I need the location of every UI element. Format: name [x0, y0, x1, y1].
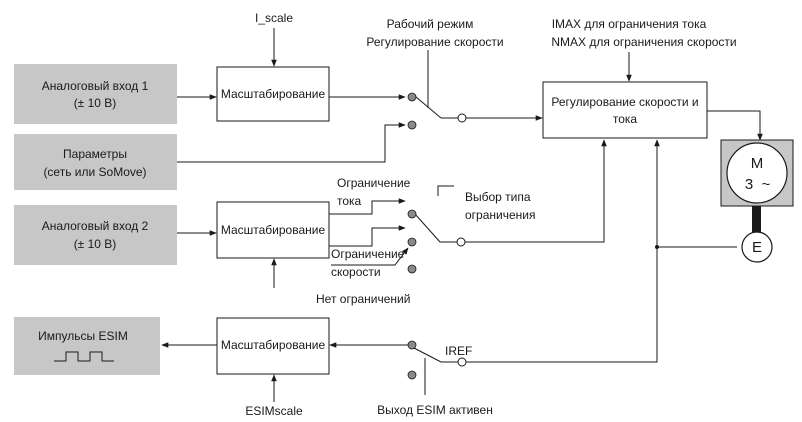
motor-phase-count: 3	[745, 176, 753, 193]
limits-label-1: IMAX для ограничения тока	[552, 17, 707, 31]
switch-1-contact-a	[407, 92, 417, 102]
scaling-block-1-label: Масштабирование	[221, 87, 326, 101]
switch-3-contact-a	[407, 340, 417, 350]
switch-2-contact-speed	[407, 237, 417, 247]
i-scale-label: I_scale	[255, 11, 293, 25]
wire-scaling2-speed	[329, 225, 406, 247]
regulator-label-2: тока	[613, 112, 638, 126]
analog-input-2-range: (± 10 В)	[74, 237, 117, 251]
wire-limit-select	[437, 185, 454, 196]
wire-limit-to-regulator	[465, 139, 607, 243]
switch-2-contact-current	[407, 209, 417, 219]
analog-input-1-range: (± 10 В)	[74, 96, 117, 110]
switch-3-contact-b	[407, 370, 417, 380]
no-limit-label: Нет ограничений	[316, 292, 410, 306]
wire-scaling2-current	[329, 198, 406, 215]
limits-label-2: NMAX для ограничения скорости	[551, 35, 736, 49]
parameters-source: (сеть или SoMove)	[43, 165, 146, 179]
pulse-train-icon	[54, 351, 114, 362]
analog-input-2-box: Аналоговый вход 2 (± 10 В)	[14, 205, 177, 265]
analog-input-2-title: Аналоговый вход 2	[42, 219, 149, 233]
regulator-label-1: Регулирование скорости и	[551, 95, 698, 109]
analog-input-1-box: Аналоговый вход 1 (± 10 В)	[14, 64, 177, 124]
iref-label: IREF	[445, 344, 472, 358]
switch-1-common	[457, 113, 467, 123]
wire-params-to-switch	[177, 122, 406, 163]
wire-regulator-to-motor	[707, 110, 763, 141]
switch-2-blade	[414, 213, 441, 243]
current-limit-label-1: Ограничение	[337, 176, 411, 190]
esim-active-label: Выход ESIM активен	[377, 403, 493, 417]
switch-3-blade	[413, 347, 442, 363]
regulator-block: Регулирование скорости и тока	[542, 81, 708, 139]
esim-pulses-title: Импульсы ESIM	[38, 329, 128, 343]
wire-iref	[466, 139, 660, 363]
scaling-block-2: Масштабирование	[216, 201, 330, 259]
operating-mode-label-2: Регулирование скорости	[366, 35, 503, 49]
motor: M 3 ~ E	[720, 139, 794, 263]
parameters-box: Параметры (сеть или SoMove)	[14, 134, 177, 190]
feedback-junction	[655, 245, 659, 249]
motor-circle	[726, 142, 788, 204]
encoder-circle	[741, 231, 773, 263]
esim-pulses-box: Импульсы ESIM	[14, 317, 160, 375]
switch-2-common	[456, 237, 466, 247]
scaling-block-2-label: Масштабирование	[221, 223, 326, 237]
limit-type-label-1: Выбор типа	[465, 190, 531, 204]
current-limit-label-2: тока	[337, 194, 362, 208]
limit-type-label-2: ограничения	[465, 208, 535, 222]
speed-limit-label-2: скорости	[331, 265, 381, 279]
motor-letter: M	[751, 155, 764, 172]
scaling-block-3: Масштабирование	[216, 317, 330, 375]
switch-3-common	[457, 357, 467, 367]
scaling-block-3-label: Масштабирование	[221, 338, 326, 352]
analog-input-1-title: Аналоговый вход 1	[42, 79, 149, 93]
speed-limit-label-1: Ограничение	[331, 247, 405, 261]
operating-mode-label-1: Рабочий режим	[387, 17, 474, 31]
motor-shaft	[752, 206, 761, 232]
scaling-block-1: Масштабирование	[216, 66, 330, 122]
encoder-letter: E	[752, 239, 762, 256]
motor-tilde: ~	[762, 176, 771, 193]
wire-no-limit	[331, 247, 409, 266]
switch-1-contact-b	[407, 120, 417, 130]
switch-2-contact-none	[407, 264, 417, 274]
parameters-title: Параметры	[63, 147, 127, 161]
esim-scale-label: ESIMscale	[245, 404, 303, 418]
